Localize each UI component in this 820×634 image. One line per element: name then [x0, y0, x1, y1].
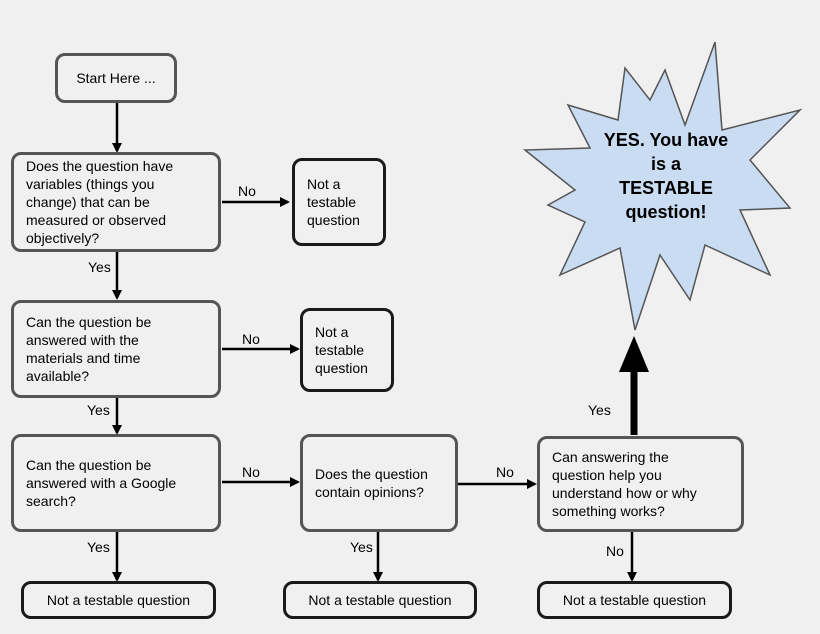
edge-label-q1-yes: Yes [88, 259, 111, 275]
question-opinions-label: Does the question contain opinions? [315, 466, 428, 500]
edge-label-q5-no: No [606, 543, 624, 559]
not-testable-node-3[interactable]: Not a testable question [21, 581, 216, 619]
not-testable-label-1: Not a testable question [307, 176, 360, 228]
question-opinions-node[interactable]: Does the question contain opinions? [300, 434, 458, 532]
testable-result-text: YES. You have is a TESTABLE question! [603, 130, 729, 222]
question-understand-node[interactable]: Can answering the question help you unde… [537, 436, 744, 532]
not-testable-label-2: Not a testable question [315, 324, 368, 376]
result-starburst [522, 41, 803, 331]
not-testable-label-4: Not a testable question [308, 592, 452, 608]
edge-label-q3-no: No [242, 464, 260, 480]
edge-label-q4-yes: Yes [350, 539, 373, 555]
not-testable-label-5: Not a testable question [562, 592, 707, 608]
edge-label-q3-yes: Yes [87, 539, 110, 555]
not-testable-node-1[interactable]: Not a testable question [292, 158, 386, 246]
question-materials-node[interactable]: Can the question be answered with the ma… [11, 300, 221, 398]
edge-label-q2-yes: Yes [87, 402, 110, 418]
question-materials-label: Can the question be answered with the ma… [26, 314, 152, 384]
edge-label-q1-no: No [238, 183, 256, 199]
question-variables-node[interactable]: Does the question have variables (things… [11, 152, 221, 252]
question-variables-label: Does the question have variables (things… [26, 158, 174, 246]
question-google-node[interactable]: Can the question be answered with a Goog… [11, 434, 221, 532]
edge-label-q4-no: No [496, 464, 514, 480]
not-testable-node-2[interactable]: Not a testable question [300, 308, 394, 392]
not-testable-node-5[interactable]: Not a testable question [537, 581, 732, 619]
edge-label-q2-no: No [242, 331, 260, 347]
question-google-label: Can the question be answered with a Goog… [26, 457, 177, 509]
start-node[interactable]: Start Here ... [55, 53, 177, 103]
edge-q5-result-arrowhead [619, 336, 649, 372]
start-node-label: Start Here ... [76, 70, 156, 86]
not-testable-label-3: Not a testable question [46, 592, 191, 608]
edge-label-q5-yes: Yes [588, 402, 611, 418]
question-understand-label: Can answering the question help you unde… [552, 449, 697, 519]
not-testable-node-4[interactable]: Not a testable question [283, 581, 477, 619]
